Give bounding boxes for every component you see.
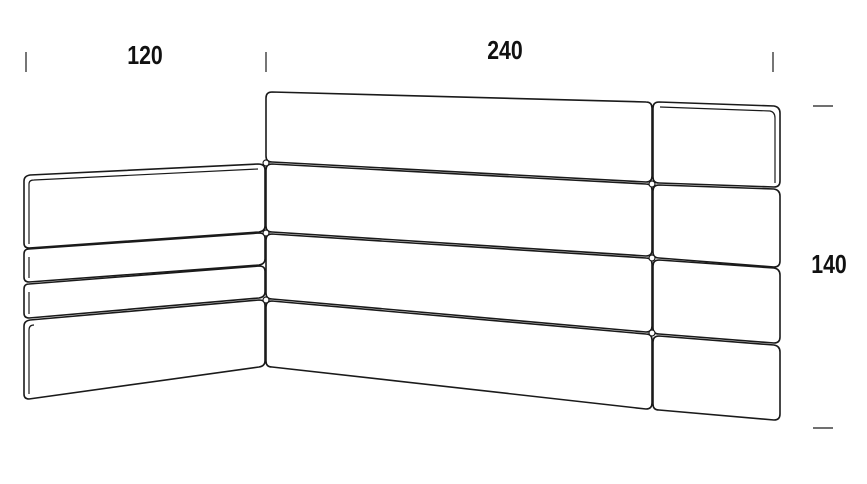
node-3 bbox=[262, 296, 270, 304]
left-panel-1-inner bbox=[28, 168, 259, 244]
wide-panel-1 bbox=[265, 91, 653, 183]
dim-label-left-width: 120 bbox=[127, 41, 163, 71]
narrow-panel-1-inner bbox=[659, 106, 776, 183]
dim-label-height: 140 bbox=[811, 250, 847, 280]
node-6 bbox=[648, 329, 656, 337]
node-2 bbox=[262, 229, 270, 237]
narrow-panel-3 bbox=[652, 259, 781, 344]
narrow-panel-2 bbox=[652, 184, 781, 268]
left-wall bbox=[23, 163, 266, 400]
dim-label-right-width: 240 bbox=[487, 36, 523, 66]
right-wall-wide bbox=[265, 91, 653, 410]
right-wall-narrow bbox=[652, 101, 781, 421]
node-5 bbox=[648, 254, 656, 262]
node-4 bbox=[648, 180, 656, 188]
node-1 bbox=[262, 159, 270, 167]
left-panel-1 bbox=[23, 163, 266, 249]
narrow-panel-4 bbox=[652, 335, 781, 421]
left-panel-4-inner bbox=[28, 324, 35, 394]
narrow-panel-1 bbox=[652, 101, 781, 188]
left-panel-3 bbox=[23, 265, 266, 319]
junction-nodes bbox=[262, 159, 656, 337]
wide-panel-4 bbox=[265, 300, 653, 410]
